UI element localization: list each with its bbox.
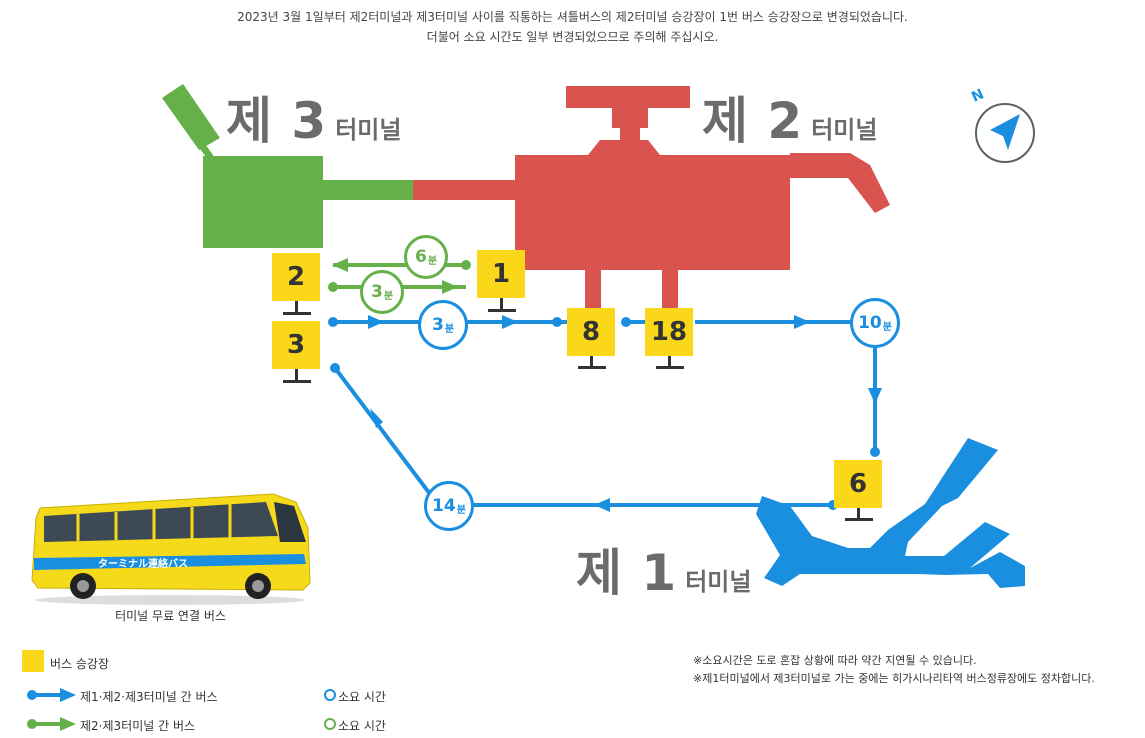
bus-stop-1: 1: [477, 250, 525, 298]
bus-stop-3: 3: [272, 321, 320, 369]
terminal-2-label: 터미널: [811, 116, 877, 144]
bus-stop-18-base: [656, 366, 684, 369]
bus-stop-1-base: [488, 309, 516, 312]
legend-green-time-circle: [324, 718, 336, 730]
legend-green-line: [27, 717, 76, 731]
legend-blue-line: [27, 688, 76, 702]
legend-stop-swatch: [22, 650, 44, 672]
bus-stop-6-base: [845, 518, 873, 521]
legend-blue-route-label: 제1·제2·제3터미널 간 버스: [80, 688, 218, 705]
legend-green-time-label: 소요 시간: [338, 717, 386, 734]
bus-caption: 터미널 무료 연결 버스: [28, 607, 313, 624]
terminal-2-number: 제 2: [702, 92, 803, 150]
compass: [976, 104, 1034, 162]
terminal-3-number: 제 3: [226, 92, 327, 150]
legend-blue-time-circle: [324, 689, 336, 701]
legend-stop-label: 버스 승강장: [50, 655, 109, 672]
bus-stop-8-base: [578, 366, 606, 369]
bus-stop-3-base: [283, 380, 311, 383]
terminal-1-label: 터미널: [685, 568, 751, 596]
legend-green-route-label: 제2·제3터미널 간 버스: [80, 717, 195, 734]
bus-stop-18: 18: [645, 308, 693, 356]
note-delay: ※소요시간은 도로 혼잡 상황에 따라 약간 지연될 수 있습니다.: [693, 652, 977, 668]
legend-blue-time-label: 소요 시간: [338, 688, 386, 705]
note-higashinarita: ※제1터미널에서 제3터미널로 가는 중에는 히가시나리타역 버스정류장에도 정…: [693, 670, 1095, 686]
bus-stop-6: 6: [834, 460, 882, 508]
terminal-1-building: [756, 438, 1025, 588]
bus-stop-8: 8: [567, 308, 615, 356]
terminal-1-number: 제 1: [576, 544, 677, 602]
bus-stop-2: 2: [272, 253, 320, 301]
bus-side-text: ターミナル連絡バス: [98, 557, 188, 570]
shuttle-bus-image: ターミナル連絡バス: [28, 488, 313, 606]
bus-stop-2-base: [283, 312, 311, 315]
terminal-3-label: 터미널: [335, 116, 401, 144]
